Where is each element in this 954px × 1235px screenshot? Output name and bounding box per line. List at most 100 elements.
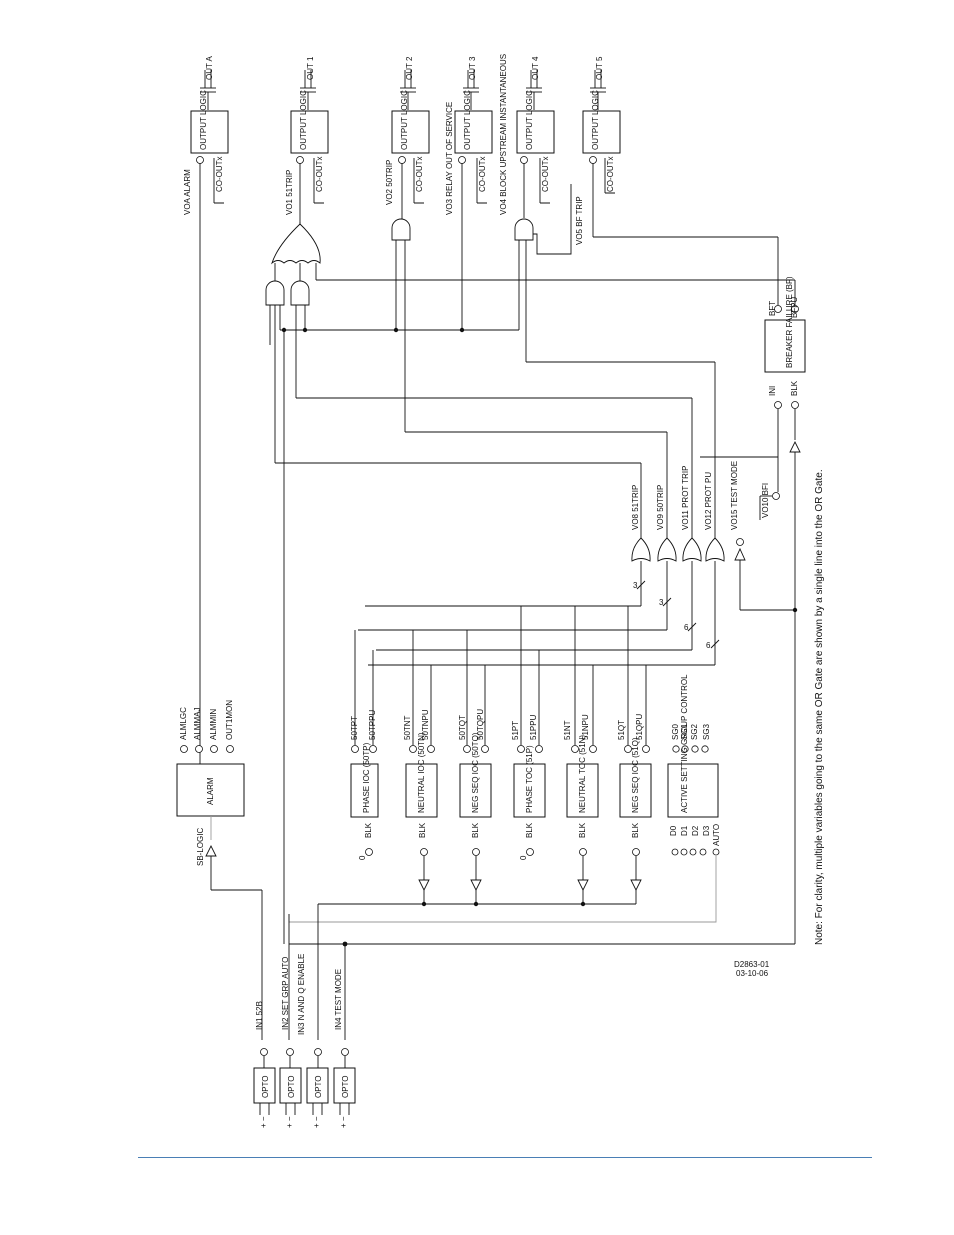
svg-text:ALMMAJ: ALMMAJ [193, 708, 202, 740]
input-in4: IN4 TEST MODE OPTO + − [333, 969, 356, 1128]
vo9-gate: VO9 50TRIP [656, 485, 677, 630]
vo10-pin: VO10 BFI [759, 483, 780, 520]
svg-text:SB-LOGIC: SB-LOGIC [196, 828, 205, 866]
svg-text:VO2 50TRIP: VO2 50TRIP [385, 160, 394, 205]
svg-text:OUT1MON: OUT1MON [225, 700, 234, 740]
svg-text:IN2 SET GRP AUTO: IN2 SET GRP AUTO [281, 957, 290, 1030]
svg-text:6: 6 [684, 623, 689, 632]
svg-text:OUTPUT LOGIC: OUTPUT LOGIC [525, 90, 534, 150]
svg-text:OUT 3: OUT 3 [468, 56, 477, 80]
svg-text:NEUTRAL IOC (50TN): NEUTRAL IOC (50TN) [417, 732, 426, 813]
svg-text:51PPU: 51PPU [529, 714, 538, 740]
input-in3: IN3 N AND Q ENABLE OPTO + − [297, 954, 329, 1128]
svg-text:BLK: BLK [471, 822, 480, 838]
output-4: OUT 4 OUTPUT LOGIC CO-OUTx VO4 BLOCK UPS… [499, 54, 555, 218]
block-50p: 50TPT 50TPPU PHASE IOC (50TP) BLK 0 [350, 630, 379, 860]
svg-text:ALARM: ALARM [206, 777, 215, 805]
svg-text:+ −: + − [259, 1116, 268, 1128]
vo-label: VOA ALARM [183, 169, 192, 215]
svg-text:OUT 1: OUT 1 [306, 56, 315, 80]
svg-text:D0: D0 [669, 825, 678, 836]
svg-text:IN1 52B: IN1 52B [255, 1001, 264, 1030]
setting-group-block: SG0 SG1 SG2 SG3 ACTIVE SETTING GROUP CON… [288, 674, 721, 923]
svg-text:VO3 RELAY OUT OF SERVICE: VO3 RELAY OUT OF SERVICE [445, 102, 454, 215]
svg-text:0: 0 [358, 855, 367, 860]
vo2-and-gate [391, 218, 411, 241]
svg-text:PHASE TOC (51P): PHASE TOC (51P) [525, 745, 534, 813]
and-gate-b [290, 280, 310, 306]
svg-text:VO5 BF TRIP: VO5 BF TRIP [575, 196, 584, 245]
svg-text:OUTPUT LOGIC: OUTPUT LOGIC [199, 90, 208, 150]
svg-text:CO-OUTx: CO-OUTx [478, 156, 487, 192]
svg-text:OUTPUT LOGIC: OUTPUT LOGIC [400, 90, 409, 150]
output-logic-box [516, 110, 555, 154]
svg-text:OPTO: OPTO [261, 1075, 270, 1098]
svg-text:INI: INI [768, 386, 777, 396]
vo1-or-gate [271, 223, 321, 265]
svg-text:SG2: SG2 [690, 723, 699, 740]
svg-text:NEG SEQ IOC (50TQ): NEG SEQ IOC (50TQ) [471, 732, 480, 813]
svg-text:CO-OUTx: CO-OUTx [606, 156, 615, 192]
svg-text:50TNT: 50TNT [403, 715, 412, 740]
svg-text:BLK: BLK [578, 822, 587, 838]
svg-text:51NPU: 51NPU [581, 714, 590, 740]
svg-text:51QT: 51QT [617, 720, 626, 740]
co-outx: CO-OUTx [215, 156, 224, 192]
svg-text:+ −: + − [285, 1116, 294, 1128]
svg-text:BFPU: BFPU [790, 296, 799, 318]
output-a: OUT A OUTPUT LOGIC CO-OUTx VOA ALARM [183, 55, 229, 780]
svg-text:6: 6 [706, 641, 711, 650]
svg-text:VO10 BFI: VO10 BFI [761, 483, 770, 518]
svg-text:IN4 TEST MODE: IN4 TEST MODE [334, 969, 343, 1030]
block-51n: 51NT 51NPU NEUTRAL TOC (51N) BLK [563, 606, 599, 904]
svg-text:OUT 4: OUT 4 [531, 56, 540, 80]
svg-text:VO8 51TRIP: VO8 51TRIP [631, 485, 640, 530]
svg-text:BREAKER FAILURE (BF): BREAKER FAILURE (BF) [785, 276, 794, 368]
output-logic-box [290, 110, 329, 154]
vo4-and-gate [514, 218, 534, 241]
output-logic-box [582, 110, 621, 154]
svg-text:VO15 TEST MODE: VO15 TEST MODE [730, 461, 739, 530]
svg-text:SG0: SG0 [671, 723, 680, 740]
svg-text:VO4 BLOCK UPSTREAM INSTANTANEO: VO4 BLOCK UPSTREAM INSTANTANEOUS [499, 54, 508, 215]
svg-text:51NT: 51NT [563, 720, 572, 740]
block-50q: 50TQT 50TQPU NEG SEQ IOC (50TQ) BLK [458, 630, 492, 904]
svg-text:OPTO: OPTO [314, 1075, 323, 1098]
svg-text:50TPT: 50TPT [350, 716, 359, 740]
svg-text:OUT 2: OUT 2 [405, 56, 414, 80]
drawing-number: D2863-01 [734, 960, 770, 969]
svg-text:51PT: 51PT [511, 721, 520, 740]
svg-text:D1: D1 [680, 825, 689, 836]
output-logic-box [391, 110, 430, 154]
clarity-note: Note: For clarity, multiple variables go… [814, 469, 825, 945]
svg-text:BLK: BLK [525, 822, 534, 838]
svg-text:ALMMIN: ALMMIN [209, 709, 218, 740]
or-gate [657, 537, 677, 562]
svg-text:SG3: SG3 [702, 723, 711, 740]
svg-text:0: 0 [519, 855, 528, 860]
block-51p: 51PT 51PPU PHASE TOC (51P) BLK 0 [511, 606, 546, 860]
svg-text:OUTPUT LOGIC: OUTPUT LOGIC [591, 90, 600, 150]
svg-text:OPTO: OPTO [287, 1075, 296, 1098]
svg-text:OUTPUT LOGIC: OUTPUT LOGIC [299, 90, 308, 150]
svg-text:D3: D3 [702, 825, 711, 836]
svg-text:50TQPU: 50TQPU [476, 709, 485, 740]
svg-text:ALMLGC: ALMLGC [179, 707, 188, 740]
svg-text:BFT: BFT [768, 301, 777, 316]
svg-text:CO-OUTx: CO-OUTx [541, 156, 550, 192]
input-in1: IN1 52B OPTO + − [253, 1001, 276, 1128]
svg-text:NEG SEQ IOC (51Q): NEG SEQ IOC (51Q) [631, 737, 640, 813]
output-logic-box [454, 110, 493, 154]
svg-text:ACTIVE SETTING GROUP CONTROL: ACTIVE SETTING GROUP CONTROL [680, 674, 689, 813]
output-logic-box [190, 110, 229, 154]
and-gate-a [265, 280, 285, 306]
svg-text:VO9 50TRIP: VO9 50TRIP [656, 485, 665, 530]
output-3: OUT 3 OUTPUT LOGIC CO-OUTx VO3 RELAY OUT… [445, 56, 493, 330]
out-label: OUT A [205, 55, 214, 80]
svg-text:OUTPUT LOGIC: OUTPUT LOGIC [463, 90, 472, 150]
input-in2: IN2 SET GRP AUTO OPTO + − [279, 957, 302, 1128]
output-2: OUT 2 OUTPUT LOGIC CO-OUTx VO2 50TRIP [385, 56, 430, 220]
svg-text:50TPPU: 50TPPU [368, 710, 377, 740]
alarm-block: ALMLGC ALMMAJ ALMMIN OUT1MON ALARM SB-LO… [176, 700, 263, 1040]
